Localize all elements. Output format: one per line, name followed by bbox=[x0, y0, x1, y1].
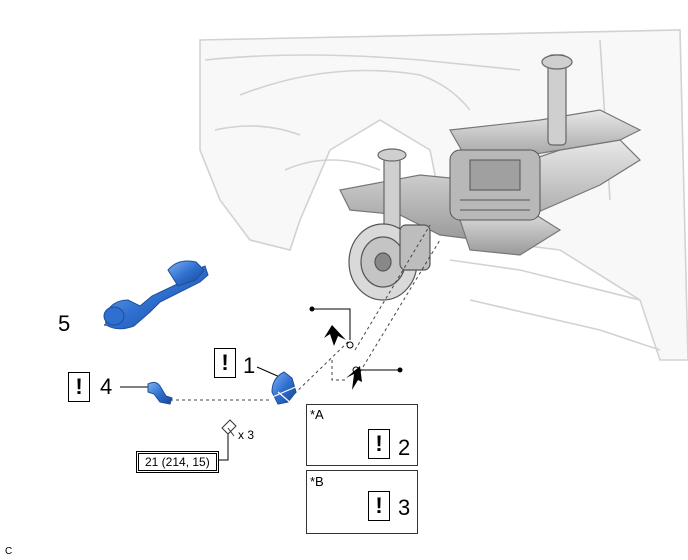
caution-box-4: ! bbox=[68, 372, 90, 402]
alignment-lines bbox=[170, 224, 441, 401]
detail-panel-a: *A ! 2 bbox=[306, 404, 418, 466]
callout-2: 2 bbox=[398, 435, 411, 460]
part-4 bbox=[147, 381, 173, 405]
reference-dot bbox=[397, 367, 403, 373]
shock-absorbers bbox=[377, 54, 573, 231]
callout-1: 1 bbox=[243, 353, 256, 378]
brake-disc bbox=[348, 223, 431, 301]
caution-box-1: ! bbox=[214, 348, 236, 378]
bolt-quantity: x 3 bbox=[238, 428, 255, 442]
detail-panel-b: *B ! 3 bbox=[306, 470, 418, 534]
reference-dot bbox=[309, 306, 315, 312]
panel-a-tag: *A bbox=[310, 407, 324, 422]
torque-spec-box: 21 (214, 15) bbox=[136, 451, 219, 473]
callout-4: 4 bbox=[100, 374, 113, 399]
rear-drive-unit bbox=[449, 149, 541, 221]
callout-3: 3 bbox=[398, 495, 411, 520]
direction-arrow bbox=[346, 366, 362, 390]
caution-box-3: ! bbox=[368, 491, 390, 521]
reference-dot bbox=[346, 341, 354, 349]
panel-b-tag: *B bbox=[310, 474, 324, 489]
drive-shaft bbox=[103, 260, 209, 330]
figure-code: C bbox=[5, 546, 13, 557]
part-1 bbox=[269, 371, 299, 405]
callout-5: 5 bbox=[58, 311, 71, 336]
bolt bbox=[221, 419, 237, 437]
direction-arrow bbox=[324, 325, 346, 346]
caution-box-2: ! bbox=[368, 429, 390, 459]
